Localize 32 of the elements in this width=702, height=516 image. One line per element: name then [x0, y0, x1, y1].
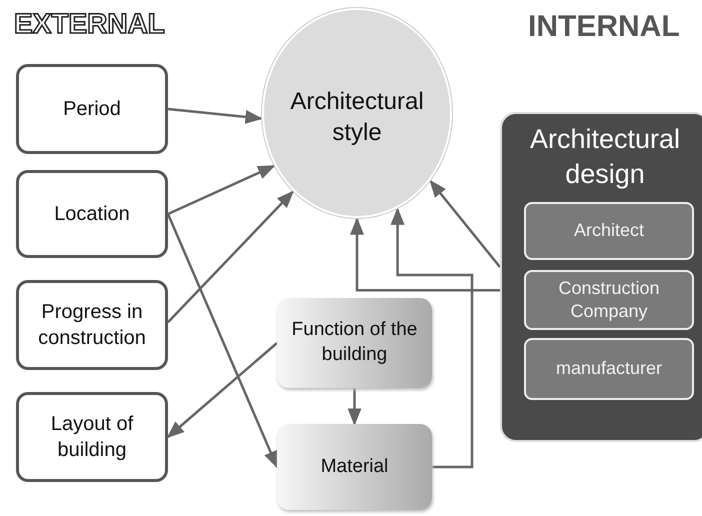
arrow: [166, 342, 278, 438]
arrow: [168, 108, 263, 124]
node-label: Progress in construction: [37, 300, 147, 351]
section-heading: INTERNAL: [528, 10, 680, 44]
node-label: Location: [53, 202, 131, 227]
node-label: Period: [62, 97, 122, 122]
gradient-box: [277, 424, 432, 510]
arrow: [429, 180, 501, 268]
sub-box: [524, 202, 694, 260]
node-label: Function of the building: [290, 318, 418, 367]
rounded-box: [16, 280, 168, 370]
rounded-box: [16, 392, 168, 482]
node-label: Architect: [572, 219, 646, 242]
node-label: manufacturer: [554, 357, 664, 380]
arrow: [348, 388, 362, 426]
rounded-box: [16, 64, 168, 154]
arrow: [166, 214, 278, 469]
sub-box: [524, 338, 694, 400]
node-label: Construction Company: [557, 276, 661, 323]
node-label: Material: [320, 454, 390, 479]
group-title: Architectural design: [528, 123, 682, 192]
gradient-box: [277, 298, 432, 388]
sub-box: [524, 270, 694, 330]
group-panel: [500, 112, 702, 442]
section-heading: EXTERNAL: [14, 8, 165, 40]
node-label: Layout of building: [50, 412, 134, 463]
arrow: [390, 207, 474, 468]
arrow: [350, 217, 500, 292]
arrow: [167, 190, 294, 324]
node-label: Architectural style: [289, 87, 425, 148]
rounded-box: [16, 170, 168, 258]
arrow: [167, 164, 276, 216]
